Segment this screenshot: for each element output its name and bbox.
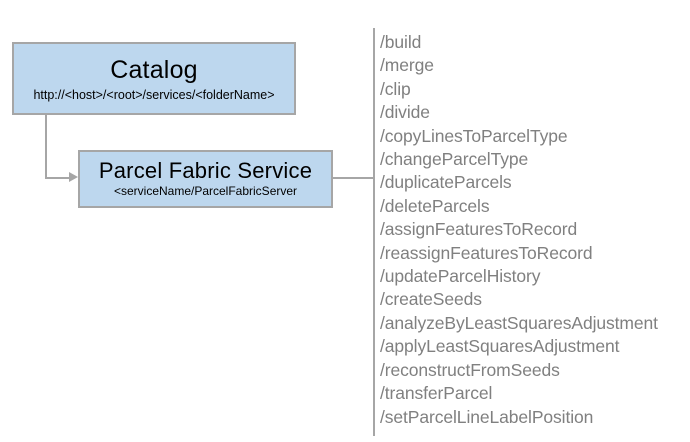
operation-item[interactable]: /reassignFeaturesToRecord xyxy=(380,242,593,263)
operation-item[interactable]: /deleteParcels xyxy=(380,195,490,216)
operation-item[interactable]: /reconstructFromSeeds xyxy=(380,359,560,380)
operations-divider-rule xyxy=(373,28,375,436)
connector-horizontal-segment xyxy=(45,177,71,179)
operation-item[interactable]: /merge xyxy=(380,55,434,76)
operation-item[interactable]: /build xyxy=(380,32,422,52)
node-service-title: Parcel Fabric Service xyxy=(98,158,313,183)
node-catalog[interactable]: Catalog http://<host>/<root>/services/<f… xyxy=(12,42,296,115)
connector-vertical-segment xyxy=(45,115,47,179)
node-parcel-fabric-service[interactable]: Parcel Fabric Service <serviceName/Parce… xyxy=(78,150,333,208)
operation-item[interactable]: /analyzeByLeastSquaresAdjustment xyxy=(380,312,658,333)
operation-item[interactable]: /updateParcelHistory xyxy=(380,266,541,287)
operation-item[interactable]: /transferParcel xyxy=(380,383,493,404)
operation-item[interactable]: /copyLinesToParcelType xyxy=(380,125,568,146)
operation-item[interactable]: /applyLeastSquaresAdjustment xyxy=(380,336,620,357)
connector-arrowhead-icon xyxy=(69,172,78,182)
operations-list: /build/merge/clip/divide/copyLinesToParc… xyxy=(380,31,685,429)
connector-service-to-operations xyxy=(333,177,373,179)
operation-item[interactable]: /createSeeds xyxy=(380,289,482,310)
operation-item[interactable]: /clip xyxy=(380,78,411,99)
operation-item[interactable]: /changeParcelType xyxy=(380,149,529,170)
node-service-path: <serviceName/ParcelFabricServer xyxy=(113,184,298,199)
node-catalog-title: Catalog xyxy=(110,55,198,84)
operation-item[interactable]: /duplicateParcels xyxy=(380,172,512,193)
node-catalog-url: http://<host>/<root>/services/<folderNam… xyxy=(33,88,275,103)
operation-item[interactable]: /assignFeaturesToRecord xyxy=(380,219,578,240)
operation-item[interactable]: /setParcelLineLabelPosition xyxy=(380,406,594,427)
operation-item[interactable]: /divide xyxy=(380,102,430,123)
